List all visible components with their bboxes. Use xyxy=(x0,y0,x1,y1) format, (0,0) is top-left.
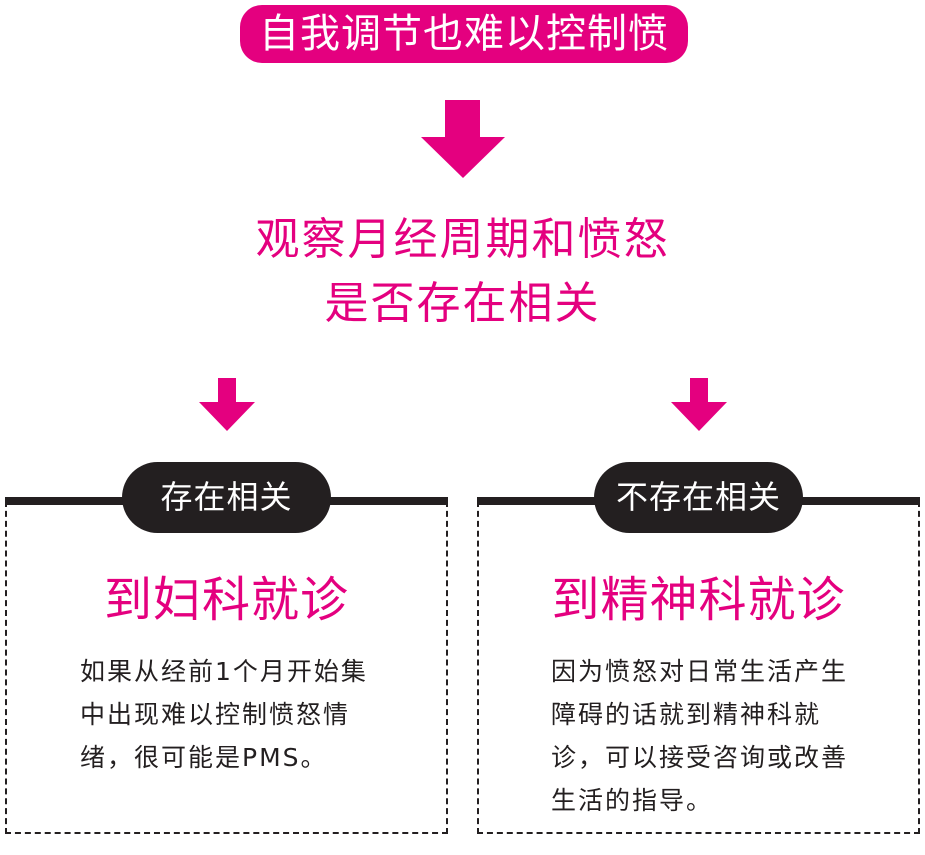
branch-label-related: 存在相关 xyxy=(122,462,331,533)
body-line: 生活的指导。 xyxy=(551,786,714,815)
down-arrow-icon xyxy=(671,378,727,431)
start-node: 自我调节也难以控制愤怒 xyxy=(240,5,688,115)
body-line: 障碍的话就到精神科就 xyxy=(551,700,822,729)
branch-body-related: 如果从经前1个月开始集 中出现难以控制愤怒情 绪，很可能是PMS。 xyxy=(80,650,400,779)
down-arrow-icon xyxy=(421,100,505,178)
branch-box-unrelated xyxy=(477,501,920,834)
question-line-1: 观察月经周期和愤怒 xyxy=(255,214,670,265)
branch-title-psychiatry: 到精神科就诊 xyxy=(551,572,846,628)
decision-question: 观察月经周期和愤怒 是否存在相关 xyxy=(150,208,775,336)
branch-body-unrelated: 因为愤怒对日常生活产生 障碍的话就到精神科就 诊，可以接受咨询或改善 生活的指导… xyxy=(551,650,871,822)
branch-title-gynecology: 到妇科就诊 xyxy=(103,572,349,628)
down-arrow-icon xyxy=(199,378,255,431)
body-line: 绪，很可能是PMS。 xyxy=(80,743,328,772)
question-line-2: 是否存在相关 xyxy=(324,278,601,329)
body-line: 中出现难以控制愤怒情 xyxy=(80,700,351,729)
branch-label-unrelated: 不存在相关 xyxy=(594,462,803,533)
body-line: 因为愤怒对日常生活产生 xyxy=(551,657,849,686)
branch-box-related xyxy=(5,501,448,834)
body-line: 如果从经前1个月开始集 xyxy=(80,657,368,686)
body-line: 诊，可以接受咨询或改善 xyxy=(551,743,849,772)
